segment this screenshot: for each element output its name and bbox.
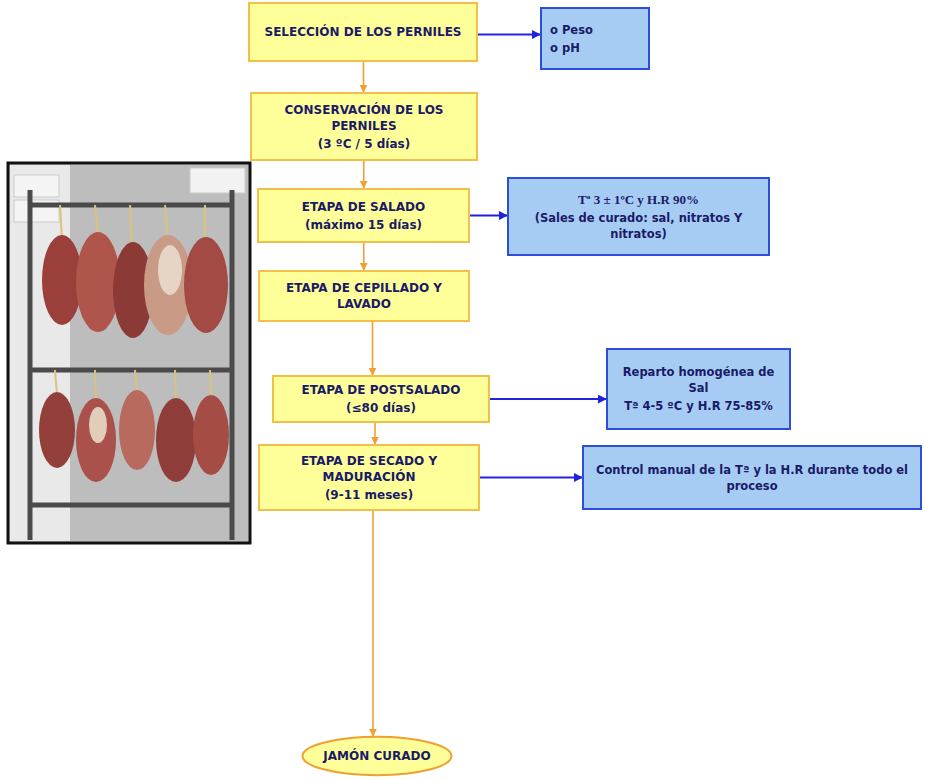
node-text: (Sales de curado: sal, nitratos Y nitrat…: [517, 210, 760, 242]
node-text: (3 ºC / 5 días): [260, 136, 468, 152]
node-text: ETAPA DE SALADO: [267, 199, 460, 215]
flow-arrow: [372, 511, 374, 736]
flow-arrow: [374, 423, 376, 444]
process-box: ETAPA DE POSTSALADO (≤80 días): [272, 375, 490, 423]
node-text: o Peso: [550, 22, 640, 38]
node-text: Tª 4-5 ºC y H.R 75-85%: [616, 398, 781, 414]
oval-node: JAMÓN CURADO: [301, 736, 453, 776]
node-text: ETAPA DE SECADO Y MADURACIÓN: [268, 453, 470, 485]
node-text: Control manual de la Tª y la H.R durante…: [592, 462, 912, 494]
node-text: ETAPA DE POSTSALADO: [282, 382, 480, 398]
node-text: Reparto homogénea de Sal: [616, 364, 781, 396]
flow-arrow: [478, 34, 540, 36]
node-text: SELECCIÓN DE LOS PERNILES: [258, 24, 468, 40]
process-box: ETAPA DE CEPILLADO Y LAVADO: [258, 270, 470, 322]
flow-arrow: [372, 322, 374, 375]
node-text: (máximo 15 días): [267, 217, 460, 233]
flow-arrow: [363, 62, 365, 92]
flow-arrow: [363, 161, 365, 188]
note-box: Tª 3 ± 1ºC y H.R 90% (Sales de curado: sa…: [507, 177, 770, 256]
flow-arrow: [490, 398, 606, 400]
note-box: Reparto homogénea de Sal Tª 4-5 ºC y H.R …: [606, 348, 791, 430]
node-text: CONSERVACIÓN DE LOS PERNILES: [260, 102, 468, 134]
process-box: ETAPA DE SECADO Y MADURACIÓN (9-11 meses): [258, 444, 480, 511]
flow-arrow: [363, 243, 365, 270]
note-box: Control manual de la Tª y la H.R durante…: [582, 445, 922, 510]
node-text: (≤80 días): [282, 400, 480, 416]
process-box: SELECCIÓN DE LOS PERNILES: [248, 2, 478, 62]
node-text: JAMÓN CURADO: [309, 748, 445, 764]
note-box: o Peso o pH: [540, 7, 650, 70]
flow-arrow: [470, 215, 507, 217]
node-text: o pH: [550, 40, 640, 56]
process-box: CONSERVACIÓN DE LOS PERNILES (3 ºC / 5 dí…: [250, 92, 478, 161]
flow-arrow: [480, 477, 582, 479]
node-text: ETAPA DE CEPILLADO Y LAVADO: [268, 280, 460, 312]
node-text: Tª 3 ± 1ºC y H.R 90%: [517, 192, 760, 208]
node-text: (9-11 meses): [268, 487, 470, 503]
process-box: ETAPA DE SALADO (máximo 15 días): [257, 188, 470, 243]
